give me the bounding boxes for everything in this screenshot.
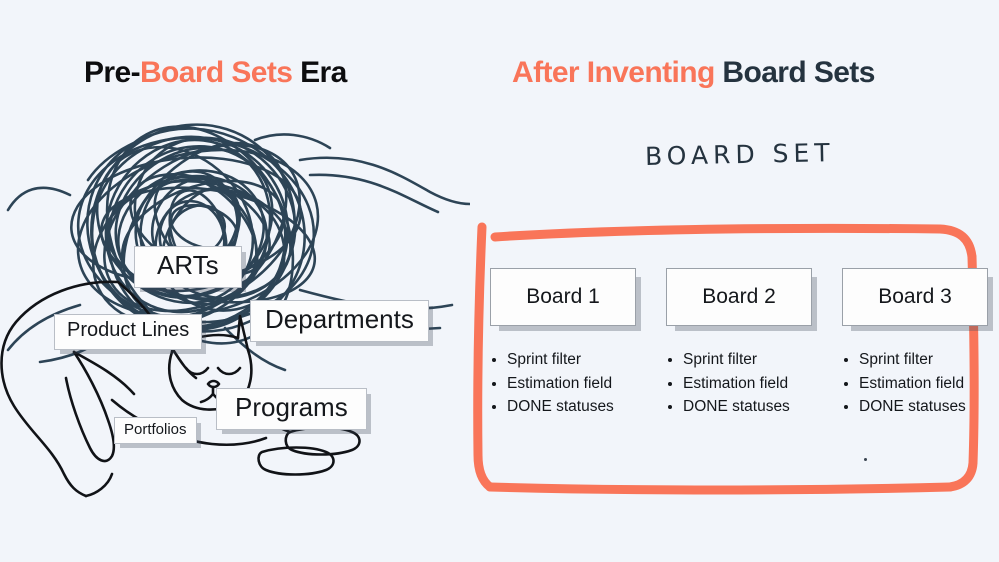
page-title-right: After Inventing Board Sets <box>512 56 875 90</box>
board-card-1[interactable]: Board 1 <box>490 268 636 326</box>
title-left-segment-3: Era <box>292 56 347 89</box>
board-feature-item: DONE statuses <box>507 395 636 419</box>
title-left-segment-1: Pre- <box>84 56 141 89</box>
stray-dot-mark <box>864 458 867 461</box>
board-column-3: Board 3 Sprint filter Estimation field D… <box>842 268 988 419</box>
page-title-left: Pre-Board Sets Era <box>84 56 347 90</box>
board-feature-list-1: Sprint filter Estimation field DONE stat… <box>490 348 636 419</box>
board-card-title: Board 2 <box>702 285 776 308</box>
tangle-label-portfolios: Portfolios <box>114 417 197 445</box>
sleeping-cat-icon <box>0 280 361 498</box>
title-left-segment-2: Board Sets <box>139 56 293 89</box>
board-feature-item: Estimation field <box>859 372 988 396</box>
board-feature-item: Sprint filter <box>859 348 988 372</box>
tangle-label-departments: Departments <box>250 300 429 343</box>
board-feature-list-2: Sprint filter Estimation field DONE stat… <box>666 348 812 419</box>
tangle-label-product-lines: Product Lines <box>54 314 203 350</box>
board-feature-item: Estimation field <box>507 372 636 396</box>
board-feature-list-3: Sprint filter Estimation field DONE stat… <box>842 348 988 419</box>
board-list: Board 1 Sprint filter Estimation field D… <box>490 268 990 419</box>
board-card-title: Board 1 <box>526 285 600 308</box>
board-column-1: Board 1 Sprint filter Estimation field D… <box>490 268 636 419</box>
tangled-scribble-icon <box>6 123 470 372</box>
board-card-2[interactable]: Board 2 <box>666 268 812 326</box>
board-card-title: Board 3 <box>878 285 952 308</box>
board-feature-item: Sprint filter <box>507 348 636 372</box>
board-card-3[interactable]: Board 3 <box>842 268 988 326</box>
board-feature-item: DONE statuses <box>859 395 988 419</box>
board-feature-item: DONE statuses <box>683 395 812 419</box>
board-column-2: Board 2 Sprint filter Estimation field D… <box>666 268 812 419</box>
tangle-label-programs: Programs <box>216 388 367 431</box>
board-set-panel: BOARD SET Board 1 Sprint filter <box>460 110 999 510</box>
tangle-label-arts: ARTs <box>134 246 242 289</box>
board-feature-item: Sprint filter <box>683 348 812 372</box>
pre-board-sets-illustration-panel: ARTs Product Lines Departments Programs … <box>0 100 470 562</box>
title-right-segment-1: After Inventing <box>512 56 715 89</box>
board-set-heading: BOARD SET <box>644 138 835 171</box>
title-right-segment-2: Board Sets <box>714 56 875 89</box>
board-feature-item: Estimation field <box>683 372 812 396</box>
